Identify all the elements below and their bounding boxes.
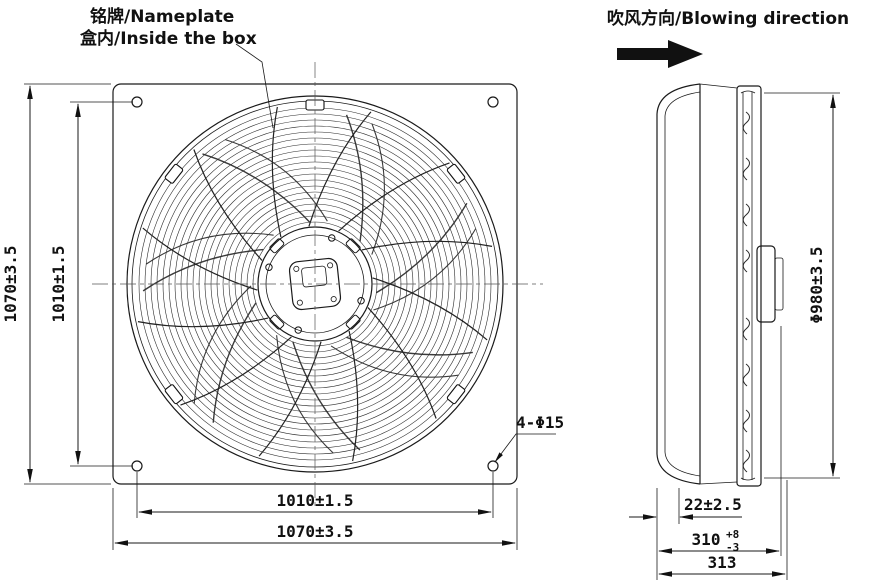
terminal-box-cover [301, 265, 328, 288]
dim-overall-width: 1070±3.5 [276, 522, 353, 541]
front-dimensions: 1070±3.5 1010±1.5 1010±1.5 1070±3.5 [1, 83, 518, 550]
motor-body [756, 245, 776, 323]
terminal-box-screw [327, 262, 334, 269]
dim-hole-spacing-vertical: 1010±1.5 [49, 245, 68, 322]
dim-depth-upper-tolerance: +8 [726, 528, 739, 541]
terminal-box [288, 257, 342, 311]
side-blade-edge-marks [742, 111, 750, 473]
corner-hole-top-left [131, 96, 143, 108]
dim-depth-value: 310 [692, 530, 721, 549]
bell-mouth-outline [656, 83, 701, 485]
dim-depth-lower-tolerance: -3 [726, 541, 739, 554]
terminal-box-screw [296, 299, 303, 306]
corner-hole-bottom-left [131, 460, 143, 472]
nameplate-leader-line [235, 43, 274, 129]
dim-impeller-diameter: Φ980±3.5 [807, 246, 826, 323]
corner-holes-leader-line [494, 433, 556, 463]
side-dimensions: Φ980±3.5 22±2.5 310 +8 -3 313 [629, 92, 840, 580]
blade-tip-top [740, 90, 756, 94]
notes: 铭牌/Nameplate 盒内/Inside the box 吹风方向/Blow… [79, 6, 849, 463]
blowing-direction-label: 吹风方向/Blowing direction [607, 8, 849, 29]
grille-clips [164, 99, 466, 405]
blowing-direction-arrow-icon [617, 40, 703, 68]
fan-blades [142, 114, 477, 454]
motor-end-cap [774, 257, 784, 311]
dim-flange-depth: 22±2.5 [684, 495, 742, 514]
dim-overall-height: 1070±3.5 [1, 245, 20, 322]
bell-mouth-inner-line [664, 91, 701, 477]
hub-box-group [288, 257, 342, 311]
corner-hole-top-right [487, 96, 499, 108]
dim-hole-spacing-horizontal: 1010±1.5 [276, 491, 353, 510]
corner-holes-label: 4-Φ15 [516, 413, 564, 432]
hub-bolts [265, 234, 365, 334]
nameplate-label-line1: 铭牌/Nameplate [90, 6, 234, 27]
side-view [656, 83, 784, 487]
blade-tip-bottom [740, 477, 756, 481]
rear-plate [736, 85, 762, 487]
front-view [92, 62, 543, 508]
nameplate-label-line2: 盒内/Inside the box [79, 28, 257, 49]
dim-overall-depth: 313 [708, 553, 737, 572]
terminal-box-screw [330, 296, 337, 303]
grille-spokes [137, 106, 493, 462]
housing-top-edge [699, 83, 738, 89]
corner-hole-bottom-right [487, 460, 499, 472]
terminal-box-screw [293, 265, 300, 272]
housing-bottom-edge [699, 481, 738, 485]
